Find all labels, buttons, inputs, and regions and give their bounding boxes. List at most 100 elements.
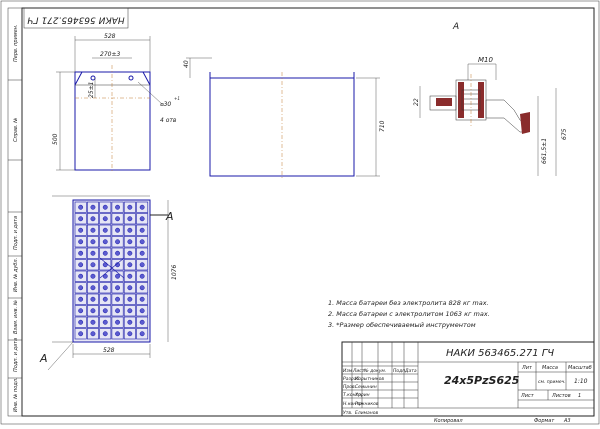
title-block: НАКИ 563465.271 ГЧ 24х5PzS625 Изм Лист №… [341, 341, 595, 424]
format-value: А3 [563, 418, 571, 424]
battery-cell [74, 259, 87, 271]
sheets-value: 1 [578, 393, 581, 399]
cell-terminal [127, 273, 133, 279]
battery-cell [136, 293, 149, 305]
battery-cell [87, 305, 99, 317]
name-tkontr: Хорин [354, 392, 370, 398]
battery-cell [99, 224, 112, 236]
battery-cell [136, 282, 149, 294]
battery-cell [123, 201, 136, 213]
battery-cell [99, 247, 112, 259]
cell-terminal [90, 308, 96, 314]
top-stamp-text: НАКИ 563465.271 ГЧ [27, 15, 124, 25]
battery-cell [123, 236, 136, 248]
cell-terminal [115, 285, 121, 291]
lit-header: Лит [521, 365, 533, 371]
cell-terminal [115, 273, 121, 279]
cell-terminal [139, 308, 145, 314]
battery-cell [136, 305, 149, 317]
cell-terminal [78, 273, 84, 279]
battery-cell [99, 270, 112, 282]
battery-cell [136, 236, 149, 248]
cell-terminal [78, 239, 84, 245]
cell-terminal [127, 250, 133, 256]
cell-terminal [90, 285, 96, 291]
name-utv: Елиманов [355, 410, 378, 416]
notes: 1. Масса батареи без электролита 828 кг … [328, 299, 490, 329]
battery-cell [87, 259, 99, 271]
cell-terminal [127, 296, 133, 302]
battery-cell [111, 259, 124, 271]
name-prov: Семынин [355, 384, 377, 390]
cell-terminal [139, 204, 145, 210]
cell-terminal [127, 204, 133, 210]
cell-terminal [102, 296, 108, 302]
plan-hole-offset-dim: 25±1 [88, 82, 95, 98]
cell-terminal [78, 285, 84, 291]
title-doc-number: НАКИ 563465.271 ГЧ [446, 348, 554, 359]
battery-cell [99, 236, 112, 248]
role-tkontr: Т.контр. [343, 392, 363, 398]
battery-cell [74, 236, 87, 248]
battery-cell [111, 316, 124, 328]
col-header-date: Дата [404, 368, 417, 374]
battery-cell [123, 293, 136, 305]
bottom-length-dim: 1076 [171, 265, 178, 280]
cell-terminal [78, 319, 84, 325]
plan-height-dim: 500 [52, 133, 59, 145]
battery-cell [136, 201, 149, 213]
plan-view: 528 270±3 25±1 ⌀30 +1 4 отв 500 [52, 33, 180, 172]
cell-terminal [102, 331, 108, 337]
note-3: 3. *Размер обеспечиваемый инструментом [328, 321, 476, 329]
battery-cell [87, 213, 99, 225]
cell-terminal [102, 239, 108, 245]
side-strip: Перв. примен. Справ. № Подп. и дата Инв.… [7, 7, 23, 417]
cell-terminal [90, 250, 96, 256]
side-label-4: Инв. № дубл. [13, 258, 19, 292]
plan-width-dim: 528 [104, 33, 116, 40]
side-label-1: Перв. примен. [13, 24, 19, 62]
cell-terminal [115, 308, 121, 314]
scale-value: 1:10 [574, 378, 588, 385]
detail-dim-6615: 661,5±1 [541, 138, 548, 164]
battery-cell [136, 270, 149, 282]
cell-terminal [90, 273, 96, 279]
cell-terminal [78, 296, 84, 302]
cell-terminal [115, 296, 121, 302]
plan-hole-count: 4 отв [160, 117, 177, 124]
cell-terminal [139, 216, 145, 222]
cell-terminal [115, 319, 121, 325]
side-label-5: Взам. инв. № [13, 300, 19, 334]
battery-cell [123, 305, 136, 317]
battery-cell [136, 316, 149, 328]
section-marker-label: A [165, 210, 174, 223]
battery-cell [123, 224, 136, 236]
cell-terminal [139, 227, 145, 233]
battery-cell [123, 328, 136, 340]
note-1: 1. Масса батареи без электролита 828 кг … [328, 299, 489, 307]
role-utv: Утв. [343, 410, 352, 416]
battery-cell [123, 213, 136, 225]
cell-terminal [115, 239, 121, 245]
cell-terminal [102, 319, 108, 325]
battery-cell [123, 282, 136, 294]
battery-cell [136, 213, 149, 225]
side-label-6: Подп. и дата [13, 338, 19, 372]
cell-terminal [127, 331, 133, 337]
battery-cell [99, 328, 112, 340]
battery-cell [87, 316, 99, 328]
note-2: 2. Масса батареи с электролитом 1063 кг … [328, 310, 490, 318]
battery-cell [87, 270, 99, 282]
cell-terminal [102, 308, 108, 314]
battery-cell [87, 247, 99, 259]
cell-terminal [139, 262, 145, 268]
battery-cell [111, 305, 124, 317]
name-razrab: Корытников [355, 376, 384, 382]
detail-dim-22: 22 [413, 98, 420, 106]
cell-terminal [139, 273, 145, 279]
side-label-3: Подп. и дата [13, 216, 19, 250]
battery-cell [136, 328, 149, 340]
cell-terminal [90, 331, 96, 337]
battery-cell [136, 224, 149, 236]
